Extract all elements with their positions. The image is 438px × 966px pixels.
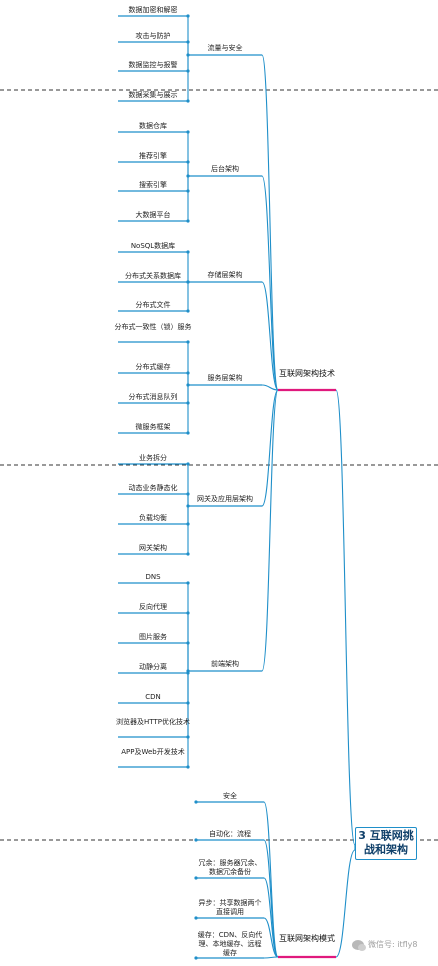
category-service[interactable]: 服务层架构 <box>207 374 243 382</box>
connector-branch <box>335 389 356 846</box>
connector-category <box>261 389 279 507</box>
watermark-text: 微信号: itfly8 <box>368 940 418 949</box>
leaf-node[interactable]: 动静分离 <box>139 663 167 671</box>
mode-leaf-node[interactable]: 缓存：CDN、反向代理、本地缓存、远程缓存 <box>197 931 263 957</box>
category-backend[interactable]: 后台架构 <box>211 165 239 173</box>
category-storage[interactable]: 存储层架构 <box>207 271 243 279</box>
node-dot <box>194 800 198 804</box>
leaf-node[interactable]: 业务拆分 <box>139 454 167 462</box>
mode-leaf-node[interactable]: 自动化：流程 <box>209 830 251 838</box>
wechat-icon <box>352 939 366 951</box>
connector-category <box>261 389 279 672</box>
leaf-node[interactable]: 分布式缓存 <box>135 363 171 371</box>
leaf-node[interactable]: 网关架构 <box>139 544 167 552</box>
leaf-node[interactable]: DNS <box>145 573 161 581</box>
leaf-node[interactable]: APP及Web开发技术 <box>121 748 185 756</box>
watermark: 微信号: itfly8 <box>352 939 418 951</box>
mode-leaf-node[interactable]: 异步：共享数据两个直接调用 <box>198 899 262 916</box>
category-flow[interactable]: 流量与安全 <box>207 44 243 52</box>
leaf-node[interactable]: 浏览器及HTTP优化技术 <box>116 718 190 726</box>
connector-leaf <box>263 956 279 959</box>
leaf-node[interactable]: NoSQL数据库 <box>130 242 176 250</box>
node-dot <box>194 916 198 920</box>
connector-category <box>261 384 279 391</box>
leaf-node[interactable]: 数据仓库 <box>139 122 167 130</box>
connector-category <box>261 175 279 391</box>
root-node[interactable]: 3 互联网挑战和架构 <box>355 827 417 860</box>
leaf-node[interactable]: 数据加密和解密 <box>128 6 178 14</box>
leaf-node[interactable]: 分布式一致性（锁）服务 <box>114 323 192 331</box>
category-gateway[interactable]: 网关及应用层架构 <box>197 495 253 503</box>
leaf-node[interactable]: 分布式关系数据库 <box>125 272 181 280</box>
node-dot <box>194 876 198 880</box>
leaf-node[interactable]: 负载均衡 <box>139 514 167 522</box>
leaf-node[interactable]: 数据监控与报警 <box>128 61 178 69</box>
leaf-node[interactable]: 分布式消息队列 <box>128 393 178 401</box>
leaf-node[interactable]: 大数据平台 <box>135 211 171 219</box>
leaf-node[interactable]: 数据采集与展示 <box>128 91 178 99</box>
connector-leaf <box>263 917 279 958</box>
leaf-node[interactable]: 图片服务 <box>139 633 167 641</box>
connector-category <box>261 281 279 391</box>
category-frontend[interactable]: 前端架构 <box>211 660 239 668</box>
mode-leaf-node[interactable]: 安全 <box>223 792 237 800</box>
leaf-node[interactable]: 搜索引擎 <box>139 181 167 189</box>
leaf-node[interactable]: 攻击与防护 <box>135 32 171 40</box>
leaf-node[interactable]: CDN <box>145 693 161 701</box>
leaf-node[interactable]: 微服务框架 <box>135 423 171 431</box>
leaf-node[interactable]: 推荐引擎 <box>139 152 167 160</box>
mode-leaf-node[interactable]: 冗余：服务器冗余、数据冗余备份 <box>198 859 262 876</box>
node-dot <box>194 956 198 960</box>
leaf-node[interactable]: 分布式文件 <box>135 301 171 309</box>
leaf-node[interactable]: 动态业务静态化 <box>128 484 178 492</box>
branch-mode[interactable]: 互联网架构模式 <box>279 934 335 943</box>
node-dot <box>194 838 198 842</box>
branch-tech[interactable]: 互联网架构技术 <box>279 369 335 378</box>
leaf-node[interactable]: 反向代理 <box>139 603 167 611</box>
connector-branch <box>335 849 356 958</box>
